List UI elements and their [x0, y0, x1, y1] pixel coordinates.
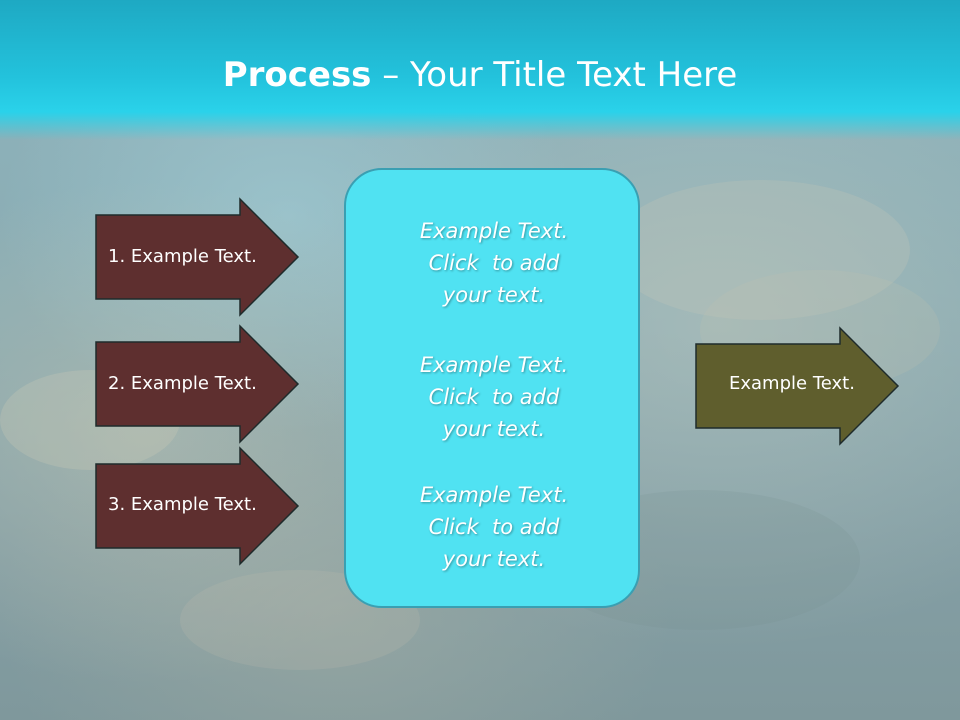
center-text-block-3: Example Text. Click to add your text. — [346, 479, 642, 575]
left-arrow-label-2: 2. Example Text. — [108, 373, 257, 394]
left-arrow-1[interactable] — [95, 197, 300, 317]
center-text-box[interactable]: Example Text. Click to add your text. Ex… — [344, 168, 640, 608]
title-band — [0, 0, 960, 140]
left-arrow-label-1: 1. Example Text. — [108, 246, 257, 267]
center-text-line: Example Text. — [419, 353, 569, 377]
left-arrow-2[interactable] — [95, 324, 300, 444]
center-text-block-2: Example Text. Click to add your text. — [346, 349, 642, 445]
title-bold: Process — [222, 55, 372, 95]
right-arrow[interactable] — [695, 326, 900, 446]
center-text-line: your text. — [442, 417, 546, 441]
center-text-line: Click to add — [428, 251, 560, 275]
center-text-line: your text. — [442, 547, 546, 571]
center-text-block-1: Example Text. Click to add your text. — [346, 215, 642, 311]
center-text-line: Click to add — [428, 385, 560, 409]
center-text-line: your text. — [442, 283, 546, 307]
center-text-line: Example Text. — [419, 219, 569, 243]
center-text-line: Click to add — [428, 515, 560, 539]
center-text-line: Example Text. — [419, 483, 569, 507]
left-arrow-label-3: 3. Example Text. — [108, 494, 257, 515]
left-arrow-3[interactable] — [95, 446, 300, 566]
title-rest: – Your Title Text Here — [371, 55, 738, 95]
slide-title[interactable]: Process – Your Title Text Here — [0, 52, 960, 98]
right-arrow-label: Example Text. — [729, 373, 855, 394]
